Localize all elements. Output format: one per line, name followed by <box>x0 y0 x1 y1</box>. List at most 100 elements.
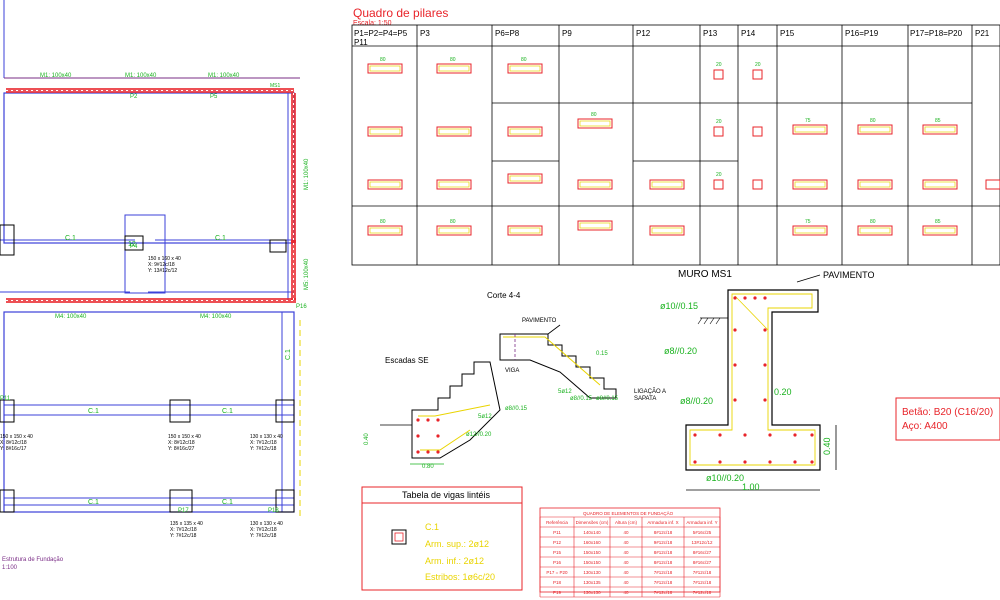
materials-box: Betão: B20 (C16/20) Aço: A400 <box>895 397 1000 441</box>
foundation-cell-4-1: 130x130 <box>583 570 601 575</box>
tag-p18: P18 <box>268 508 279 514</box>
svg-text:X: 9#12c/18: X: 9#12c/18 <box>148 262 175 268</box>
muro-label-m2: ø8//0.20 <box>664 346 697 356</box>
dim-20-b: 20 <box>755 62 761 68</box>
foundation-cell-2-3: 8#12c/18 <box>654 550 673 555</box>
beam-label-ms: MS1 <box>270 83 281 89</box>
pillar-header-10: P21 <box>975 29 990 38</box>
tag-p11: P11 <box>0 396 11 402</box>
stair-label-s4: 0.80 <box>422 464 434 470</box>
svg-text:X: 7#12c/18: X: 7#12c/18 <box>170 527 197 533</box>
svg-text:130 x 130 x 40: 130 x 130 x 40 <box>250 434 283 440</box>
footing-note-3: 150 x 150 x 40 X: 8#12c/18 Y: 8#16c/27 <box>168 434 201 452</box>
tag-c1a: C.1 <box>65 235 76 242</box>
escadas-title: Escadas SE <box>385 356 429 365</box>
stair-label-s5: 0.40 <box>364 433 370 445</box>
foundation-cell-2-4: 8#16c/27 <box>693 550 712 555</box>
dim-80-b: 80 <box>450 57 456 63</box>
wall-room-top <box>3 92 295 244</box>
svg-text:Y: 8#16c/17: Y: 8#16c/17 <box>0 446 27 452</box>
stair-label-s2: 5ø12 <box>478 414 492 420</box>
foundation-header-2: Altura (cm) <box>615 520 638 525</box>
foundation-cell-6-2: 40 <box>623 590 629 595</box>
pillars-title: Quadro de pilares <box>353 6 448 20</box>
plan-caption-scale: 1:100 <box>2 565 18 571</box>
foundation-cell-5-2: 40 <box>623 580 629 585</box>
svg-text:150 x 150 x 40: 150 x 150 x 40 <box>168 434 201 440</box>
betao-label: Betão: B20 (C16/20) <box>902 407 993 418</box>
foundation-cell-4-0: P17 = P20 <box>546 570 568 575</box>
beam-label-vertical-mid: M5: 100x40 <box>304 258 310 290</box>
foundation-header-1: Dimensões (cm) <box>576 520 609 525</box>
dim-80-d: 80 <box>591 112 597 118</box>
footing-note-6: 130 x 130 x 40 X: 7#12c/18 Y: 7#12c/18 <box>250 521 283 539</box>
foundation-cell-1-3: 9#12c/18 <box>654 540 673 545</box>
foundation-cell-4-2: 40 <box>623 570 629 575</box>
vigas-table: Tabela de vigas lintéis C.1 Arm. sup.: 2… <box>361 486 523 591</box>
footing-note-4: 130 x 130 x 40 X: 7#12c/18 Y: 7#12c/18 <box>250 434 283 452</box>
muro-label-m6: ø10//0.20 <box>706 473 744 483</box>
muro-label-m4: ø8//0.20 <box>680 396 713 406</box>
foundation-cell-5-1: 130x135 <box>583 580 601 585</box>
plan-caption-title: Estrutura de Fundação <box>2 557 64 563</box>
foundation-table: QUADRO DE ELEMENTOS DE FUNDAÇÃO Referênc… <box>539 507 721 598</box>
svg-text:X: 8#12c/18: X: 8#12c/18 <box>168 440 195 446</box>
foundation-cell-6-4: 7#12c/18 <box>693 590 712 595</box>
pillar-header-7: P15 <box>780 29 795 38</box>
beam-label-m1c: M1: 100x40 <box>208 73 240 79</box>
tag-p16: P16 <box>296 304 307 310</box>
dim-80-g: 80 <box>450 219 456 225</box>
foundation-plan: M1: 100x40 M1: 100x40 M1: 100x40 M4: 100… <box>0 0 310 571</box>
pillar-header-6: P14 <box>741 29 756 38</box>
footing-note-2: 150 x 150 x 40 X: 8#12c/18 Y: 8#16c/17 <box>0 434 33 452</box>
foundation-cell-5-0: P18 <box>553 580 562 585</box>
pillars-scale: Escala: 1:50 <box>353 20 392 27</box>
stair-label-s1: ø8//0.15 <box>505 406 528 412</box>
foundation-cell-1-1: 160x160 <box>583 540 601 545</box>
beam-label-m1b: M1: 100x40 <box>125 73 157 79</box>
dim-80-e: 80 <box>870 118 876 124</box>
foundation-header-3: Armadura inf. X <box>647 520 678 525</box>
stair-sections: Corte 4-4 Escadas SE PAVIMENTO VIGA LIGA… <box>364 291 666 470</box>
sapata-label: SAPATA <box>634 396 656 402</box>
pavimento-label-b: PAVIMENTO <box>823 270 875 280</box>
wall-room-bottom <box>3 311 295 513</box>
vigas-title: Tabela de vigas lintéis <box>402 490 491 500</box>
beam-label-m1a: M1: 100x40 <box>40 73 72 79</box>
svg-text:Y: 7#12c/18: Y: 7#12c/18 <box>250 446 277 452</box>
svg-text:130 x 130 x 40: 130 x 130 x 40 <box>250 521 283 527</box>
foundation-cell-3-4: 8#16c/27 <box>693 560 712 565</box>
svg-text:135 x 135 x 40: 135 x 135 x 40 <box>170 521 203 527</box>
stair-label-s6: ø8//0.15 <box>570 396 593 402</box>
foundation-title: QUADRO DE ELEMENTOS DE FUNDAÇÃO <box>583 510 674 516</box>
muro-label-m3: 0.20 <box>774 387 792 397</box>
aco-label: Aço: A400 <box>902 421 948 432</box>
stair-label-s3: ø12//0.20 <box>466 432 492 438</box>
foundation-cell-5-4: 7#12c/18 <box>693 580 712 585</box>
stair-label-s8: ø8//0.15 <box>596 396 619 402</box>
svg-text:150 x 160 x 40: 150 x 160 x 40 <box>148 256 181 262</box>
stair-label-s7: 5ø12 <box>558 389 572 395</box>
foundation-cell-6-0: P19 <box>553 590 562 595</box>
footing-note-5: 135 x 135 x 40 X: 7#12c/18 Y: 7#12c/18 <box>170 521 203 539</box>
ligacao-label: LIGAÇÃO A <box>634 388 666 395</box>
tag-p12: 12 <box>128 241 136 248</box>
pillar-header-4: P12 <box>636 29 651 38</box>
tag-p5: P5 <box>210 94 218 100</box>
tag-p2: P2 <box>130 94 138 100</box>
stair-label-s9: 0.15 <box>596 351 608 357</box>
foundation-cell-3-2: 40 <box>623 560 629 565</box>
pavimento-label-a: PAVIMENTO <box>522 318 557 324</box>
foundation-cell-4-4: 7#12c/18 <box>693 570 712 575</box>
dim-80-c: 80 <box>521 57 527 63</box>
corte-title: Corte 4-4 <box>487 291 521 300</box>
vigas-line-4: Estribos: 1ø6c/20 <box>425 572 495 582</box>
muro-label-m5: 0.40 <box>822 437 832 455</box>
foundation-cell-1-2: 40 <box>623 540 629 545</box>
dim-80-h: 80 <box>870 219 876 225</box>
foundation-cell-3-0: P16 <box>553 560 562 565</box>
foundation-cell-1-0: P12 <box>553 540 562 545</box>
tag-c1d: C.1 <box>222 408 233 415</box>
beam-label-vertical-top: M1: 100x40 <box>304 158 310 190</box>
svg-text:X: 7#12c/18: X: 7#12c/18 <box>250 440 277 446</box>
